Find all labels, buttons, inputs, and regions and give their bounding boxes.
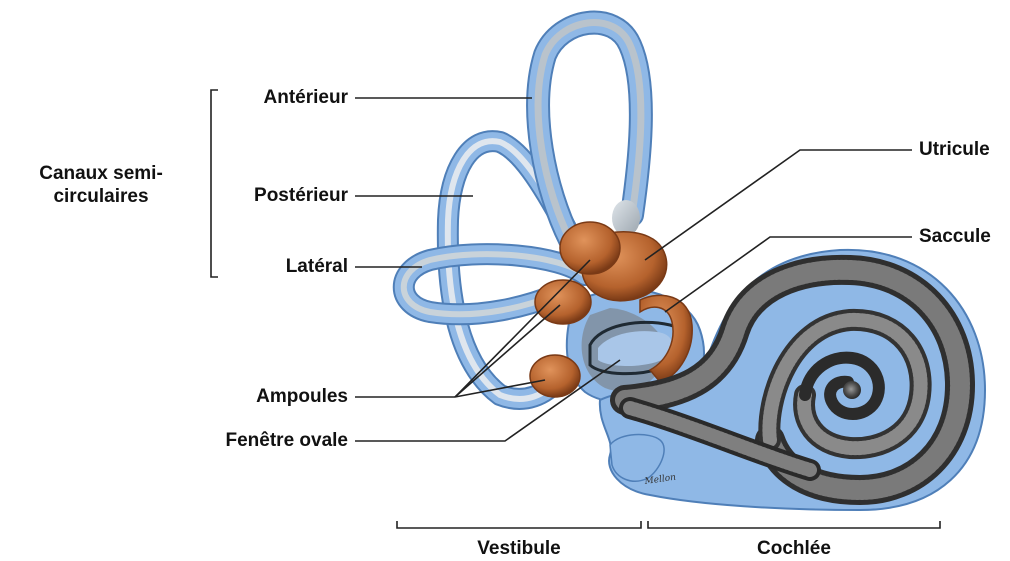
utricle-label: Utricule [919,139,990,161]
vestibule-bracket [397,521,641,528]
ampulla-posterior [530,355,580,397]
ampullae-label: Ampoules [150,386,348,408]
posterior-canal-label: Postérieur [200,185,348,207]
semicircular-canals-label: Canaux semi-circulaires [0,162,202,208]
cochlea-bracket [648,521,940,528]
leader-utricle [645,150,912,260]
ampulla-anterior [560,222,620,274]
canals-bracket [211,90,218,277]
saccule-label: Saccule [919,226,991,248]
anterior-canal [538,23,641,240]
anterior-canal-label: Antérieur [200,87,348,109]
lateral-canal-label: Latéral [200,256,348,278]
vestibule-label: Vestibule [419,538,619,560]
cochlea [600,250,985,510]
oval-window-label: Fenêtre ovale [150,430,348,452]
cochlea-label: Cochlée [694,538,894,560]
